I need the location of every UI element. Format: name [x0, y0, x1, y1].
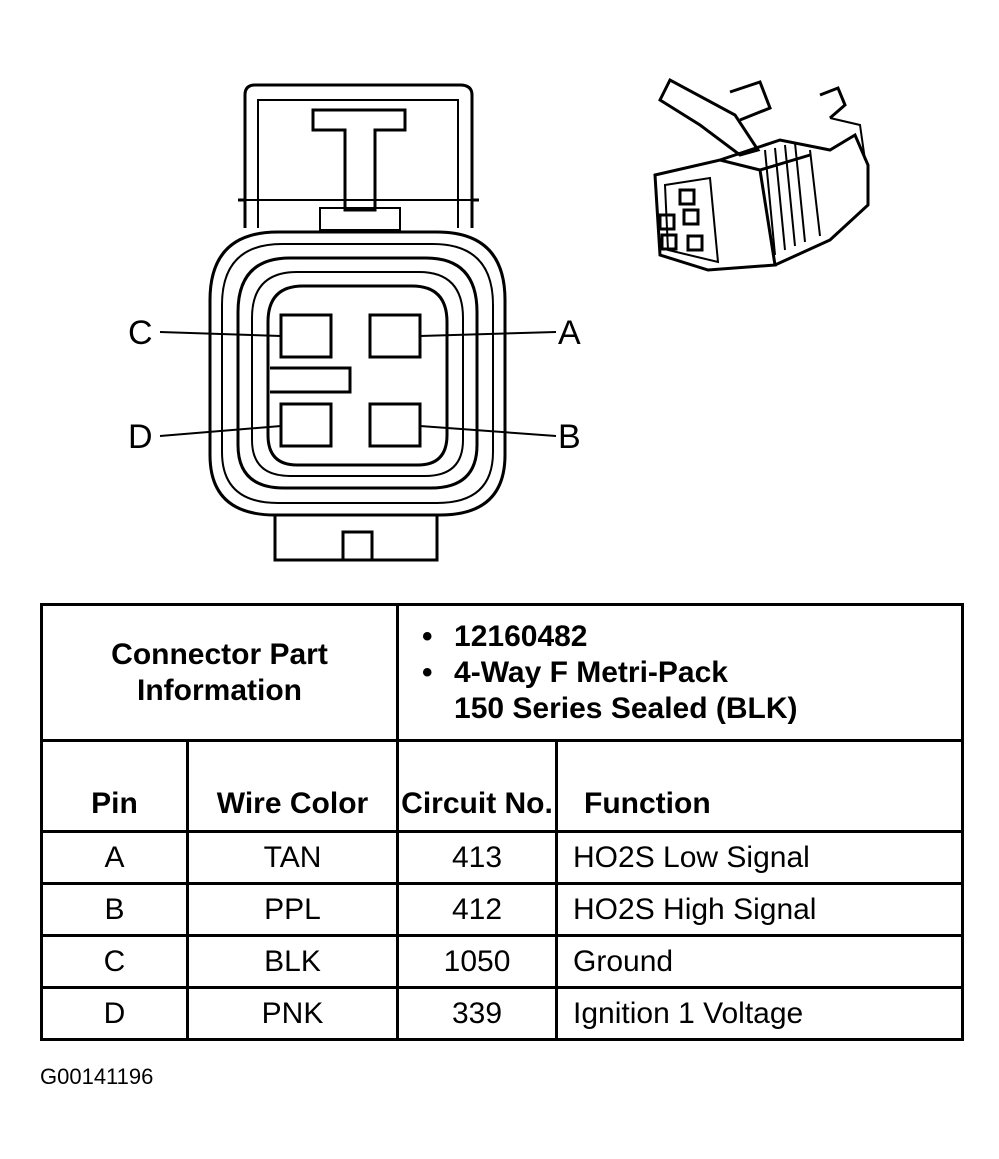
cavity-c: [279, 313, 333, 359]
circuit-cell: 413: [396, 830, 559, 885]
wire-color-cell: PNK: [185, 986, 400, 1041]
table-row: B PPL 412 HO2S High Signal: [40, 882, 965, 937]
connector-diagram: C A D B: [128, 77, 870, 562]
part-series-line: 150 Series Sealed (BLK): [454, 691, 798, 725]
pin-cell: D: [40, 986, 189, 1041]
function-cell: Ground: [555, 934, 965, 989]
table-row: A TAN 413 HO2S Low Signal: [40, 830, 965, 885]
wire-color-cell: PPL: [185, 882, 400, 937]
circuit-cell: 1050: [396, 934, 559, 989]
function-cell: Ignition 1 Voltage: [555, 986, 965, 1041]
wire-color-cell: BLK: [185, 934, 400, 989]
col-header-wire-color: Wire Color: [185, 739, 400, 833]
connector-face-view: [159, 83, 557, 562]
pin-label-d: D: [128, 418, 153, 456]
circuit-cell: 412: [396, 882, 559, 937]
col-header-circuit: Circuit No.: [396, 739, 559, 833]
connector-perspective-illustration: [653, 77, 870, 272]
col-header-pin: Pin: [40, 739, 189, 833]
part-number-item: •12160482: [422, 619, 588, 653]
cavity-a: [368, 313, 422, 359]
connector-info-table: Connector Part Information •12160482 •4-…: [39, 603, 965, 1041]
pin-cell: A: [40, 830, 189, 885]
part-info-label: Connector Part Information: [39, 603, 400, 742]
function-cell: HO2S High Signal: [555, 882, 965, 937]
table-row: C BLK 1050 Ground: [40, 934, 965, 989]
cavity-d: [279, 402, 333, 448]
figure-id: G00141196: [40, 1064, 154, 1089]
pin-label-c: C: [128, 314, 153, 352]
table-row: D PNK 339 Ignition 1 Voltage: [40, 986, 965, 1041]
cavity-b: [368, 402, 422, 448]
part-info-cell: •12160482 •4-Way F Metri-Pack 150 Series…: [396, 603, 965, 742]
pin-cell: C: [40, 934, 189, 989]
wire-color-cell: TAN: [185, 830, 400, 885]
part-description-item: •4-Way F Metri-Pack: [422, 655, 728, 689]
function-cell: HO2S Low Signal: [555, 830, 965, 885]
col-header-function: Function: [555, 739, 965, 833]
pin-label-a: A: [558, 314, 581, 352]
pin-label-b: B: [558, 418, 581, 456]
pin-cell: B: [40, 882, 189, 937]
circuit-cell: 339: [396, 986, 559, 1041]
